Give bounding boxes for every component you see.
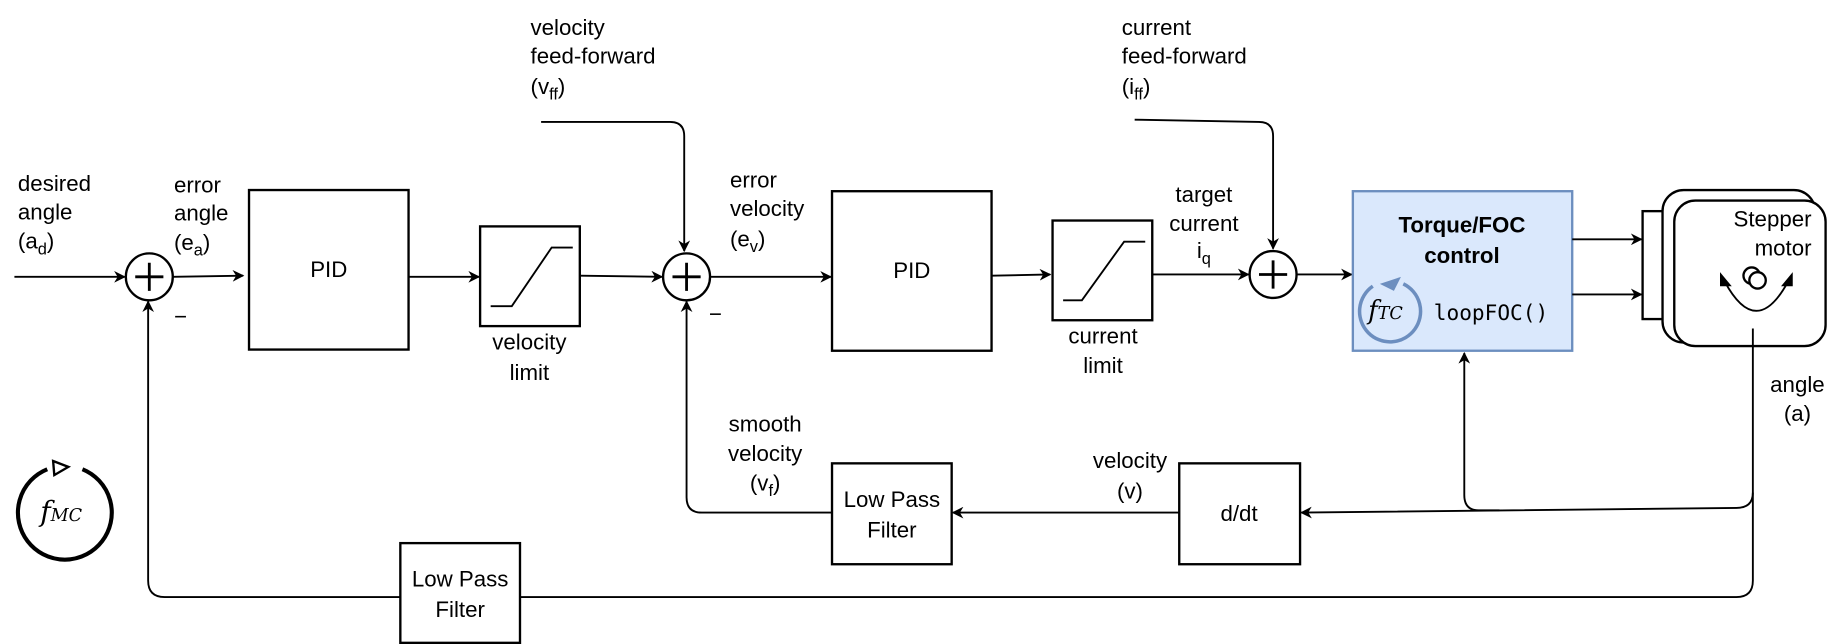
svg-text:smooth: smooth [729, 412, 802, 437]
angle-feedback-line [519, 492, 1754, 599]
svg-text:Stepper: Stepper [1734, 206, 1813, 231]
rotation-icon [1723, 281, 1789, 312]
svg-text:error: error [174, 172, 222, 197]
target-current-label: target current iq [1169, 182, 1239, 268]
angle-label: angle (a) [1770, 372, 1824, 426]
velocity-limit-block [478, 225, 581, 328]
smooth-velocity-label: smooth velocity (vf) [728, 412, 803, 501]
current-ff-arrow [1134, 118, 1279, 250]
svg-text:velocity: velocity [728, 441, 803, 466]
velocity-label: velocity (v) [1093, 448, 1168, 503]
shaft-icon [1748, 270, 1767, 290]
svg-text:limit: limit [1083, 353, 1123, 378]
svg-text:(vf): (vf) [750, 470, 781, 500]
lpf-label: Filter [435, 597, 485, 622]
angle-pid-label: PID [310, 257, 347, 282]
velocity-pid-block [830, 190, 993, 352]
svg-text:current: current [1169, 211, 1239, 236]
foc-frequency-label: fTC [1366, 296, 1403, 326]
lpf-label: Low Pass [412, 567, 509, 592]
svg-text:(ea): (ea) [174, 230, 210, 260]
current-feed-forward-label: current feed-forward (iff) [1122, 15, 1247, 104]
angle-to-ddt-arrow [1300, 328, 1754, 519]
smooth-velocity-feedback-arrow [680, 300, 833, 514]
lpf-label: Filter [867, 517, 917, 542]
angle-pid-block [247, 188, 410, 351]
svg-text:limit: limit [510, 360, 550, 385]
current-limit-label: current limit [1068, 324, 1138, 378]
svg-text:angle: angle [174, 201, 228, 226]
current-summing-junction [1248, 249, 1298, 300]
svg-text:angle: angle [18, 199, 72, 224]
torque-foc-control-block [1351, 190, 1574, 352]
loop-frequency-icon [1357, 282, 1423, 344]
svg-text:velocity: velocity [730, 196, 805, 221]
svg-text:(vff): (vff) [531, 74, 566, 104]
minus-sign: − [174, 304, 187, 329]
loopfoc-function-label: loopFOC() [1434, 300, 1548, 325]
svg-text:target: target [1175, 182, 1233, 207]
derivative-block [1178, 462, 1302, 566]
velocity-summing-junction [661, 252, 712, 302]
angle-summing-junction [124, 252, 174, 302]
svg-text:current: current [1122, 15, 1192, 40]
svg-text:velocity: velocity [531, 15, 606, 40]
loop-arrowhead-icon [1379, 276, 1401, 291]
svg-text:desired: desired [18, 171, 91, 196]
desired-angle-label: desired angle (ad) [18, 171, 91, 258]
svg-text:error: error [730, 168, 778, 193]
velocity-low-pass-filter [830, 462, 953, 566]
error-angle-label: error angle (ea) [174, 172, 228, 259]
motion-loop-frequency-icon [15, 467, 114, 562]
loop-arrowhead-icon [51, 459, 72, 478]
svg-text:iq: iq [1197, 238, 1211, 268]
velocity-pid-label: PID [893, 258, 930, 283]
svg-text:(v): (v) [1117, 479, 1143, 504]
angle-to-foc-arrow [1458, 351, 1500, 512]
pid2-output-arrow [991, 268, 1052, 281]
saturation-icon [490, 246, 573, 308]
angle-feedback-arrow [142, 300, 401, 599]
derivative-label: d/dt [1220, 501, 1258, 526]
saturation-icon [1063, 240, 1146, 302]
velocity-feed-forward-label: velocity feed-forward (vff) [531, 15, 656, 104]
svg-text:(iff): (iff) [1122, 74, 1151, 104]
velocity-limit-arrow [579, 270, 664, 283]
velocity-limit-label: velocity limit [492, 330, 567, 385]
minus-sign: − [709, 301, 722, 326]
stepper-motor: Stepper motor [1641, 188, 1827, 348]
motion-frequency-label: fMC [38, 495, 82, 528]
foc-title: Torque/FOC [1398, 212, 1525, 237]
svg-text:feed-forward: feed-forward [1122, 43, 1247, 68]
foc-title: control [1424, 243, 1499, 268]
error-velocity-label: error velocity (ev) [730, 168, 805, 257]
svg-text:(a): (a) [1784, 401, 1811, 426]
svg-text:velocity: velocity [1093, 448, 1168, 473]
angle-low-pass-filter [399, 541, 522, 644]
svg-text:current: current [1068, 324, 1138, 349]
svg-text:(ev): (ev) [730, 226, 765, 256]
svg-text:motor: motor [1755, 236, 1812, 261]
error-angle-arrow [172, 269, 245, 282]
svg-text:angle: angle [1770, 372, 1824, 397]
svg-text:feed-forward: feed-forward [531, 43, 656, 68]
svg-text:(ad): (ad) [18, 229, 54, 259]
svg-text:velocity: velocity [492, 330, 567, 355]
velocity-ff-arrow [541, 121, 691, 253]
lpf-label: Low Pass [844, 487, 941, 512]
